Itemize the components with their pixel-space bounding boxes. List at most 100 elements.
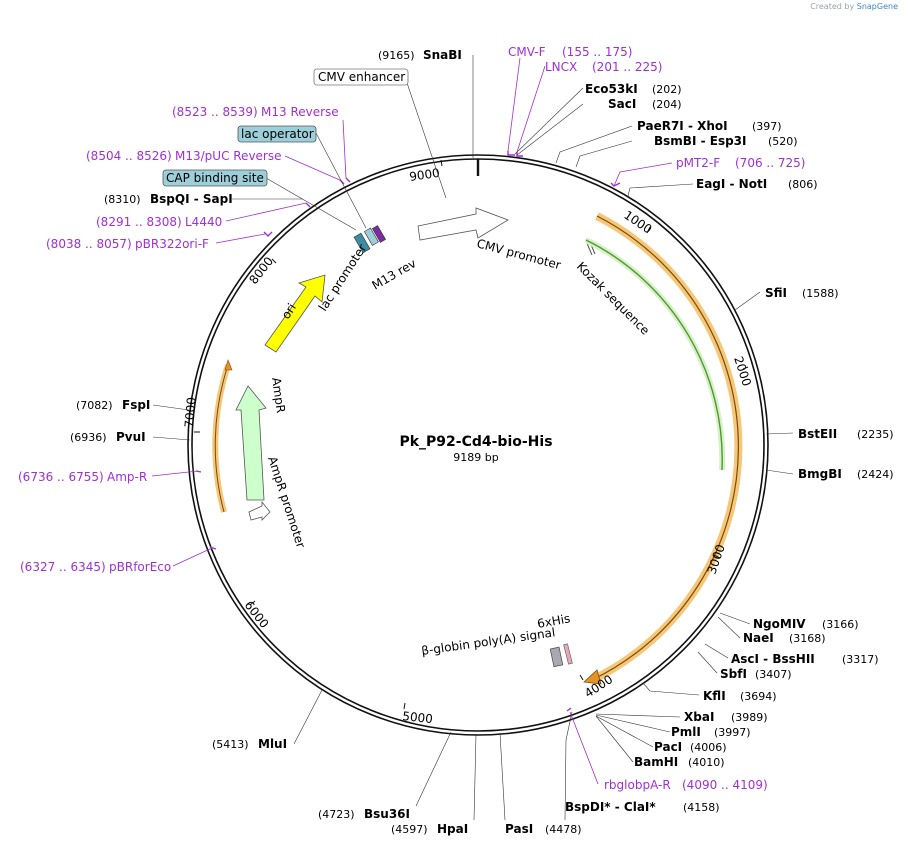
site-name[interactable]: Eco53kI	[585, 82, 638, 96]
polya-label: β-globin poly(A) signal	[420, 625, 556, 658]
cmv-enhancer-label: CMV enhancer	[318, 70, 405, 84]
site-name[interactable]: MluI	[258, 737, 287, 751]
site-pos: (204)	[652, 98, 682, 111]
site-pos: (3317)	[842, 653, 879, 666]
site-pos: (3694)	[740, 690, 777, 703]
site-name[interactable]: PaeR7I - XhoI	[637, 119, 728, 133]
site-name[interactable]: BstEII	[798, 427, 837, 441]
site-name[interactable]: BspDI* - ClaI*	[565, 800, 656, 814]
site-name[interactable]: SacI	[608, 97, 636, 111]
site-pos: (3166)	[822, 618, 859, 631]
credit-prefix: Created by	[810, 2, 855, 11]
site-name[interactable]: KflI	[703, 689, 726, 703]
m13-rev-label: M13 rev	[370, 256, 419, 292]
lac-operator-block[interactable]	[353, 232, 371, 254]
primer-range: (706 .. 725)	[735, 156, 805, 170]
primer-name[interactable]: L4440	[185, 215, 222, 229]
site-pos: (2424)	[857, 468, 894, 481]
primer-name[interactable]: pBRforEco	[109, 560, 171, 574]
cds-orange-arrowhead	[583, 669, 602, 685]
primer-name[interactable]: Amp-R	[107, 470, 147, 484]
cmv-enhancer-box[interactable]	[313, 68, 409, 86]
site-name[interactable]: FspI	[122, 398, 150, 412]
site-name[interactable]: PasI	[505, 822, 533, 836]
cds-green-line	[585, 239, 723, 471]
site-pos: (8310)	[104, 193, 141, 206]
site-pos: (520)	[768, 135, 798, 148]
site-name[interactable]: XbaI	[684, 710, 714, 724]
site-pos: (5413)	[212, 738, 249, 751]
primer-range: (8523 .. 8539)	[172, 105, 258, 119]
primer-name[interactable]: LNCX	[545, 60, 577, 74]
primer-name[interactable]: pMT2-F	[676, 156, 720, 170]
his-tag-label: 6xHis	[536, 611, 571, 631]
ori-arrow[interactable]	[264, 274, 326, 353]
tick-9000: 9000	[408, 166, 440, 184]
tick-7000: 7000	[182, 397, 199, 429]
site-pos: (3989)	[731, 711, 768, 724]
site-name[interactable]: SfiI	[765, 286, 787, 300]
site-name[interactable]: Bsu36I	[364, 807, 410, 821]
primer-name[interactable]: pBR322ori-F	[135, 237, 209, 251]
site-name[interactable]: SnaBI	[423, 48, 462, 62]
site-pos: (4478)	[545, 823, 582, 836]
primer-name[interactable]: rbglobpA-R	[604, 778, 671, 792]
ampr-arrow[interactable]	[235, 385, 267, 501]
site-name[interactable]: EagI - NotI	[696, 177, 767, 191]
site-name[interactable]: AscI - BssHII	[731, 652, 815, 666]
cap-site-block[interactable]	[363, 227, 379, 246]
site-name[interactable]: NaeI	[743, 631, 774, 645]
site-pos: (4158)	[683, 801, 720, 814]
primer-range: (6327 .. 6345)	[20, 560, 106, 574]
site-name[interactable]: SbfI	[720, 667, 747, 681]
ampr-orange-line	[214, 364, 229, 513]
tick-5000: 5000	[402, 709, 434, 726]
site-name[interactable]: PvuI	[116, 430, 146, 444]
site-name[interactable]: BspQI - SapI	[150, 192, 233, 206]
site-pos: (3407)	[755, 668, 792, 681]
primer-range: (201 .. 225)	[592, 60, 662, 74]
cmv-promoter-arrow[interactable]	[417, 207, 509, 241]
primer-labels: CMV-F (155 .. 175) LNCX (201 .. 225) pMT…	[18, 45, 805, 792]
leader-lines	[151, 55, 794, 821]
site-pos: (4723)	[318, 808, 355, 821]
ampr-promoter-label: AmpR promoter	[265, 455, 308, 550]
ampr-orange-arrowhead	[224, 359, 233, 371]
m13-rev-block[interactable]	[371, 225, 387, 243]
primer-range: (4090 .. 4109)	[682, 778, 768, 792]
site-name[interactable]: BamHI	[634, 755, 678, 769]
primer-name[interactable]: CMV-F	[508, 45, 546, 59]
ampr-promoter-arrow[interactable]	[248, 500, 271, 521]
cds-orange-line	[591, 215, 739, 681]
site-pos: (397)	[752, 120, 782, 133]
polya-signal-block[interactable]	[549, 646, 564, 668]
site-pos: (2235)	[857, 428, 894, 441]
site-pos: (4597)	[391, 823, 428, 836]
primer-range: (8504 .. 8526)	[86, 149, 172, 163]
kozak-label: Kozak sequence	[574, 259, 652, 337]
site-name[interactable]: PacI	[654, 740, 682, 754]
site-pos: (3997)	[714, 726, 751, 739]
cds-green-band[interactable]	[584, 237, 726, 471]
primer-name[interactable]: M13 Reverse	[261, 105, 339, 119]
site-name[interactable]: PmlI	[671, 725, 701, 739]
lac-operator-box[interactable]	[237, 125, 317, 143]
cap-binding-site-label: CAP binding site	[166, 171, 264, 185]
site-pos: (4010)	[688, 756, 725, 769]
site-pos: (7082)	[76, 399, 113, 412]
backbone-outer	[187, 154, 769, 736]
tick-3000: 3000	[705, 543, 728, 576]
site-name[interactable]: NgoMIV	[753, 617, 806, 631]
site-name[interactable]: BmgBI	[798, 467, 842, 481]
site-pos: (9165)	[378, 49, 415, 62]
primer-name[interactable]: M13/pUC Reverse	[175, 149, 282, 163]
plasmid-length: 9189 bp	[453, 451, 498, 464]
site-pos: (6936)	[70, 431, 107, 444]
cap-binding-site-box[interactable]	[162, 169, 268, 187]
primer-range: (155 .. 175)	[562, 45, 632, 59]
boxed-labels: CMV enhancer lac operator CAP binding si…	[162, 68, 409, 187]
cmv-promoter-label: CMV promoter	[475, 236, 562, 272]
site-name[interactable]: HpaI	[437, 822, 468, 836]
site-name[interactable]: BsmBI - Esp3I	[654, 134, 746, 148]
his-tag-block[interactable]	[563, 643, 573, 665]
